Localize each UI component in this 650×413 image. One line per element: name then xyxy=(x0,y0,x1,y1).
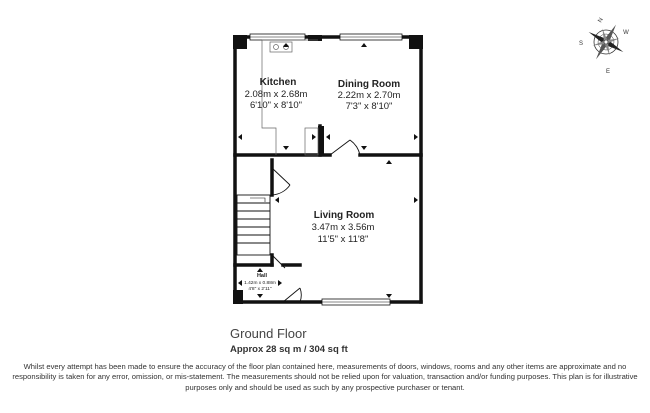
measurement-markers xyxy=(238,43,418,298)
staircase xyxy=(236,194,271,256)
compass-n: N xyxy=(597,17,604,24)
room-kitchen: Kitchen 2.08m x 2.68m 6'10" x 8'10" xyxy=(245,77,308,111)
room-hall: Hall 1.42m x 0.88m 4'8" x 2'11" xyxy=(244,273,276,292)
disclaimer-text: Whilst every attempt has been made to en… xyxy=(12,362,638,392)
kitchen-name: Kitchen xyxy=(260,77,297,88)
floor-name: Ground Floor xyxy=(230,326,307,341)
compass-icon: N W S E xyxy=(579,17,629,75)
windows xyxy=(249,33,403,306)
dining-dim-metric: 2.22m x 2.70m xyxy=(338,90,401,101)
living-dim-metric: 3.47m x 3.56m xyxy=(312,222,375,233)
living-dim-imperial: 11'5" x 11'8" xyxy=(318,234,369,245)
hall-name: Hall xyxy=(257,273,268,279)
hall-dim-imperial: 4'8" x 2'11" xyxy=(248,286,272,292)
wall-corners xyxy=(233,35,423,304)
compass-s: S xyxy=(579,41,583,47)
dining-name: Dining Room xyxy=(338,79,400,90)
kitchen-dim-metric: 2.08m x 2.68m xyxy=(245,89,308,100)
kitchen-dim-imperial: 6'10" x 8'10" xyxy=(250,100,302,111)
hall-dim-metric: 1.42m x 0.88m xyxy=(244,280,276,286)
dining-dim-imperial: 7'3" x 8'10" xyxy=(346,101,393,112)
room-dining: Dining Room 2.22m x 2.70m 7'3" x 8'10" xyxy=(338,79,401,112)
room-living: Living Room 3.47m x 3.56m 11'5" x 11'8" xyxy=(312,210,375,245)
doors xyxy=(271,139,361,303)
compass-w: W xyxy=(623,30,629,36)
living-name: Living Room xyxy=(314,210,375,221)
compass-e: E xyxy=(606,69,610,75)
floor-area: Approx 28 sq m / 304 sq ft xyxy=(230,344,348,355)
